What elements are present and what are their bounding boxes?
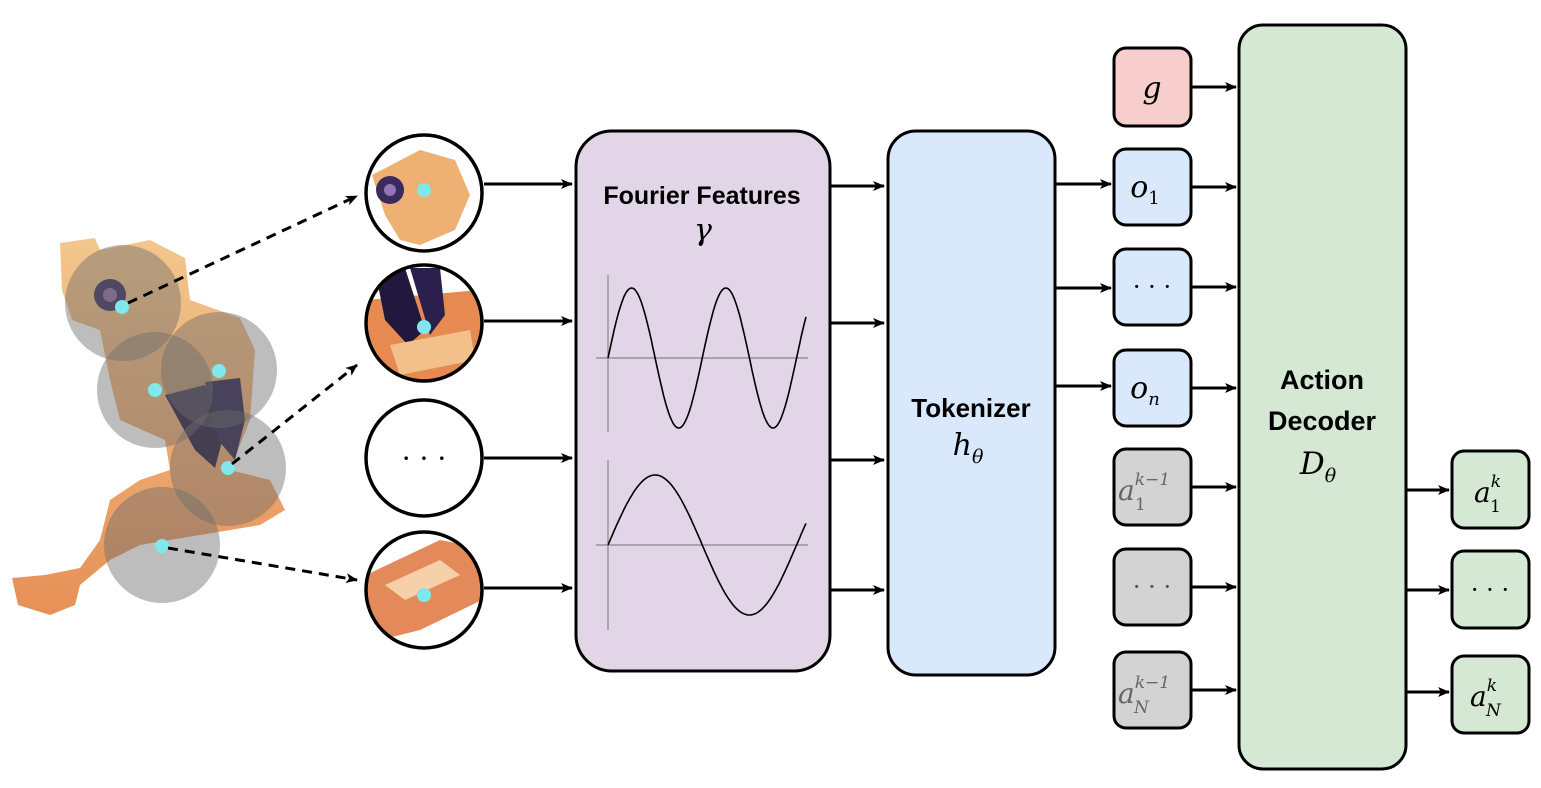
- action-decoder-block: Action Decoder Dθ: [1237, 23, 1408, 771]
- keypoint-arrows: [127, 194, 358, 584]
- prev-action-token-last: ak−1 N: [1112, 650, 1193, 730]
- obs-token-first: o1: [1112, 147, 1193, 227]
- patch-2: [364, 263, 484, 383]
- obs-token-first-label: o1: [1130, 170, 1160, 209]
- keypoint-3: [212, 364, 226, 378]
- obs-token-last-label: on: [1130, 371, 1160, 410]
- output-ellipsis-label: · · ·: [1471, 576, 1509, 604]
- patch-1: [364, 133, 484, 253]
- output-last-sub: N: [1485, 701, 1502, 721]
- keypoint-5: [155, 539, 169, 553]
- patch-4-keypoint: [417, 588, 431, 602]
- output-first-sub: 1: [1490, 497, 1501, 517]
- tokenizer-to-tokens-arrows: [1055, 179, 1112, 391]
- output-first-label: ak: [1474, 472, 1501, 509]
- prev-action-last-sub: N: [1133, 698, 1150, 718]
- prev-action-token-ellipsis: · · ·: [1112, 547, 1193, 627]
- sine-wave-high-freq: [607, 287, 807, 429]
- patch-ellipsis-text: · · ·: [402, 442, 447, 475]
- fourier-title: Fourier Features: [603, 182, 800, 210]
- goal-token-label: g: [1142, 71, 1161, 106]
- patch-4: [364, 530, 484, 650]
- output-action-first: ak 1: [1450, 449, 1531, 530]
- keypoint-2: [148, 383, 162, 397]
- obs-token-ellipsis: · · ·: [1112, 247, 1193, 327]
- dashed-arrow-3: [167, 546, 358, 584]
- decoder-title-line2: Decoder: [1268, 406, 1377, 436]
- tokens-to-decoder-arrows: [1191, 82, 1237, 695]
- decoder-to-output-arrows: [1406, 485, 1450, 697]
- sine-wave-low-freq: [607, 474, 807, 616]
- fourier-features-block: Fourier Features γ: [574, 129, 832, 673]
- output-column: ak 1 · · · ak N: [1450, 449, 1531, 735]
- prev-action-last-label: ak−1: [1118, 673, 1170, 710]
- robot-finger-right: [205, 378, 245, 460]
- keypoint-4: [221, 461, 235, 475]
- patch-ellipsis: · · ·: [364, 398, 484, 518]
- robot-body: [12, 238, 285, 615]
- output-action-ellipsis: · · ·: [1450, 549, 1531, 630]
- tokenizer-title: Tokenizer: [911, 393, 1030, 423]
- robot-pointcloud: [12, 238, 286, 615]
- prev-action-first-label: ak−1: [1118, 470, 1170, 507]
- fourier-symbol: γ: [694, 213, 712, 248]
- token-column: g o1 · · · on ak−1 1 · · · ak−1 N: [1112, 46, 1193, 730]
- fourier-to-tokenizer-arrows: [830, 181, 885, 595]
- robot-joint-center: [103, 288, 117, 302]
- patch-1-keypoint: [417, 183, 431, 197]
- tokenizer-symbol: hθ: [953, 428, 984, 468]
- obs-token-ellipsis-label: · · ·: [1133, 273, 1171, 301]
- prev-action-token-first: ak−1 1: [1112, 447, 1193, 527]
- prev-action-first-sub: 1: [1135, 495, 1146, 515]
- output-action-last: ak N: [1450, 654, 1531, 735]
- decoder-symbol: Dθ: [1299, 446, 1337, 487]
- patch-2-keypoint: [417, 320, 431, 334]
- dashed-arrow-1: [127, 194, 358, 305]
- output-last-label: ak: [1470, 676, 1497, 713]
- robot-finger-left: [165, 385, 225, 468]
- tokenizer-block: Tokenizer hθ: [886, 129, 1057, 677]
- obs-token-last: on: [1112, 348, 1193, 428]
- keypoint-1: [115, 300, 129, 314]
- dashed-arrow-2: [231, 363, 358, 466]
- patch-to-fourier-arrows: [484, 179, 573, 593]
- decoder-title-line1: Action: [1280, 365, 1364, 395]
- goal-token: g: [1112, 46, 1193, 128]
- prev-action-ellipsis-label: · · ·: [1133, 573, 1171, 601]
